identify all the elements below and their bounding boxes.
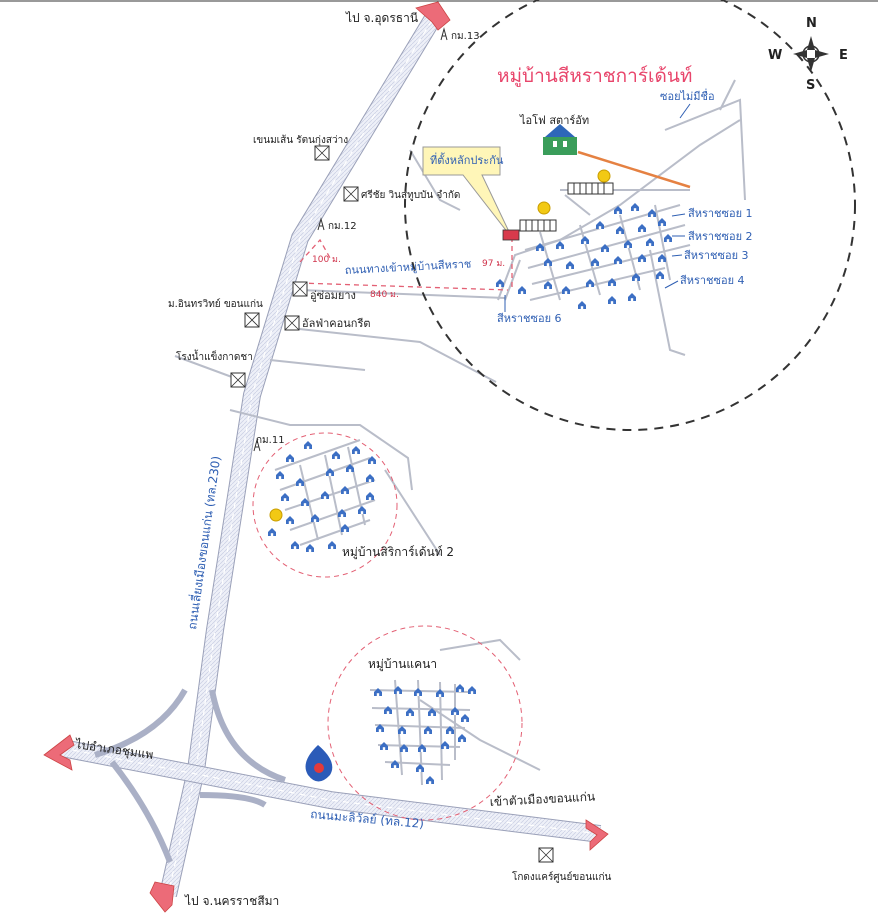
distance-97m: 97 ม. [482, 259, 505, 269]
km11-label: กม.11 [256, 435, 285, 446]
factory-building-icon [230, 372, 246, 388]
kaenna-village-label: หมู่บ้านแคนา [368, 657, 437, 672]
depot-building-icon [538, 847, 554, 863]
shop-building-icon [343, 186, 359, 202]
yellow-markers [269, 169, 611, 522]
soi6-label: สีหราชซอย 6 [497, 312, 562, 325]
distance-840m: 840 ม. [370, 290, 399, 300]
soi2-label: สีหราชซอย 2 [688, 230, 753, 243]
road-label-to-nakhon: ไป จ.นครราชสีมา [184, 894, 279, 908]
collateral-callout [422, 146, 513, 239]
concrete-label: อัลฟ่าคอนกรีต [302, 317, 371, 330]
gas-station-icon [305, 745, 333, 782]
garage-building-icon [292, 281, 308, 297]
restaurant-label: เขนมเส้น รัตนกุ่งสว่าง [253, 134, 348, 146]
entrance-route [299, 237, 513, 291]
kaenna-village-circle [327, 625, 523, 821]
arrow-to-ban-phai [43, 734, 75, 771]
arrow-to-city [585, 819, 609, 851]
road-label-to-udon: ไป จ.อุดรธานี [345, 11, 418, 26]
distance-100m: 100 ม. [312, 255, 341, 265]
village-logo [543, 124, 577, 155]
restaurant-building-icon [314, 145, 330, 161]
sirikarn-village-circle [252, 432, 398, 578]
collateral-marker [502, 229, 520, 241]
shop-label: ศรีชัย วินสทูบบัน จำกัด [361, 189, 460, 201]
km13-label: กม.13 [451, 31, 480, 42]
soi4-label: สีหราชซอย 4 [680, 274, 745, 287]
highway-12 [60, 739, 602, 843]
factory-label: โรงน้ำแข็งกาดชา [176, 349, 253, 363]
main-village-circle [404, 0, 856, 431]
km13-tower-icon [440, 28, 448, 41]
arrow-to-udon [415, 1, 451, 31]
university-building-icon [244, 312, 260, 328]
compass-e: E [839, 48, 848, 63]
soi-unnamed-label: ซอยไม่มีชื่อ [660, 88, 715, 103]
logo-label: ไอโฟ สตาร์อัท [519, 113, 589, 127]
road-label-to-city: เข้าตัวเมืองขอนแก่น [489, 789, 595, 809]
arrow-to-nakhon [149, 881, 175, 913]
local-roads [174, 79, 746, 771]
soi-labels [504, 103, 691, 312]
depot-label: โกดงแคร์ศูนย์ขอนแก่น [512, 870, 612, 883]
compass-n: N [806, 16, 817, 31]
concrete-building-icon [284, 315, 300, 331]
boundary-line [577, 150, 691, 189]
row-buildings [519, 182, 614, 232]
entrance-road-label: ถนนทางเข้าหมู่บ้านสีหราช [344, 257, 471, 277]
main-village-title: หมู่บ้านสีหราชการ์เด้นท์ [497, 65, 692, 87]
sirikarn-village-label: หมู่บ้านสิริการ์เด้นท์ 2 [342, 545, 454, 560]
sirikarn-streets [274, 439, 376, 546]
km12-label: กม.12 [328, 221, 357, 232]
garage-label: อู่ซ่อมยาง [310, 289, 356, 302]
highway-bypass-230 [159, 15, 440, 897]
soi3-label: สีหราชซอย 3 [684, 249, 749, 262]
kaenna-houses [374, 684, 476, 784]
interchange [94, 688, 286, 864]
compass-rose [793, 36, 829, 72]
compass-s: S [806, 78, 815, 93]
soi1-label: สีหราชซอย 1 [688, 207, 753, 220]
collateral-callout-text: ที่ตั้งหลักประกัน [430, 152, 504, 167]
university-label: ม.อินทรวิทย์ ขอนแก่น [168, 298, 263, 310]
compass-w: W [768, 48, 782, 63]
